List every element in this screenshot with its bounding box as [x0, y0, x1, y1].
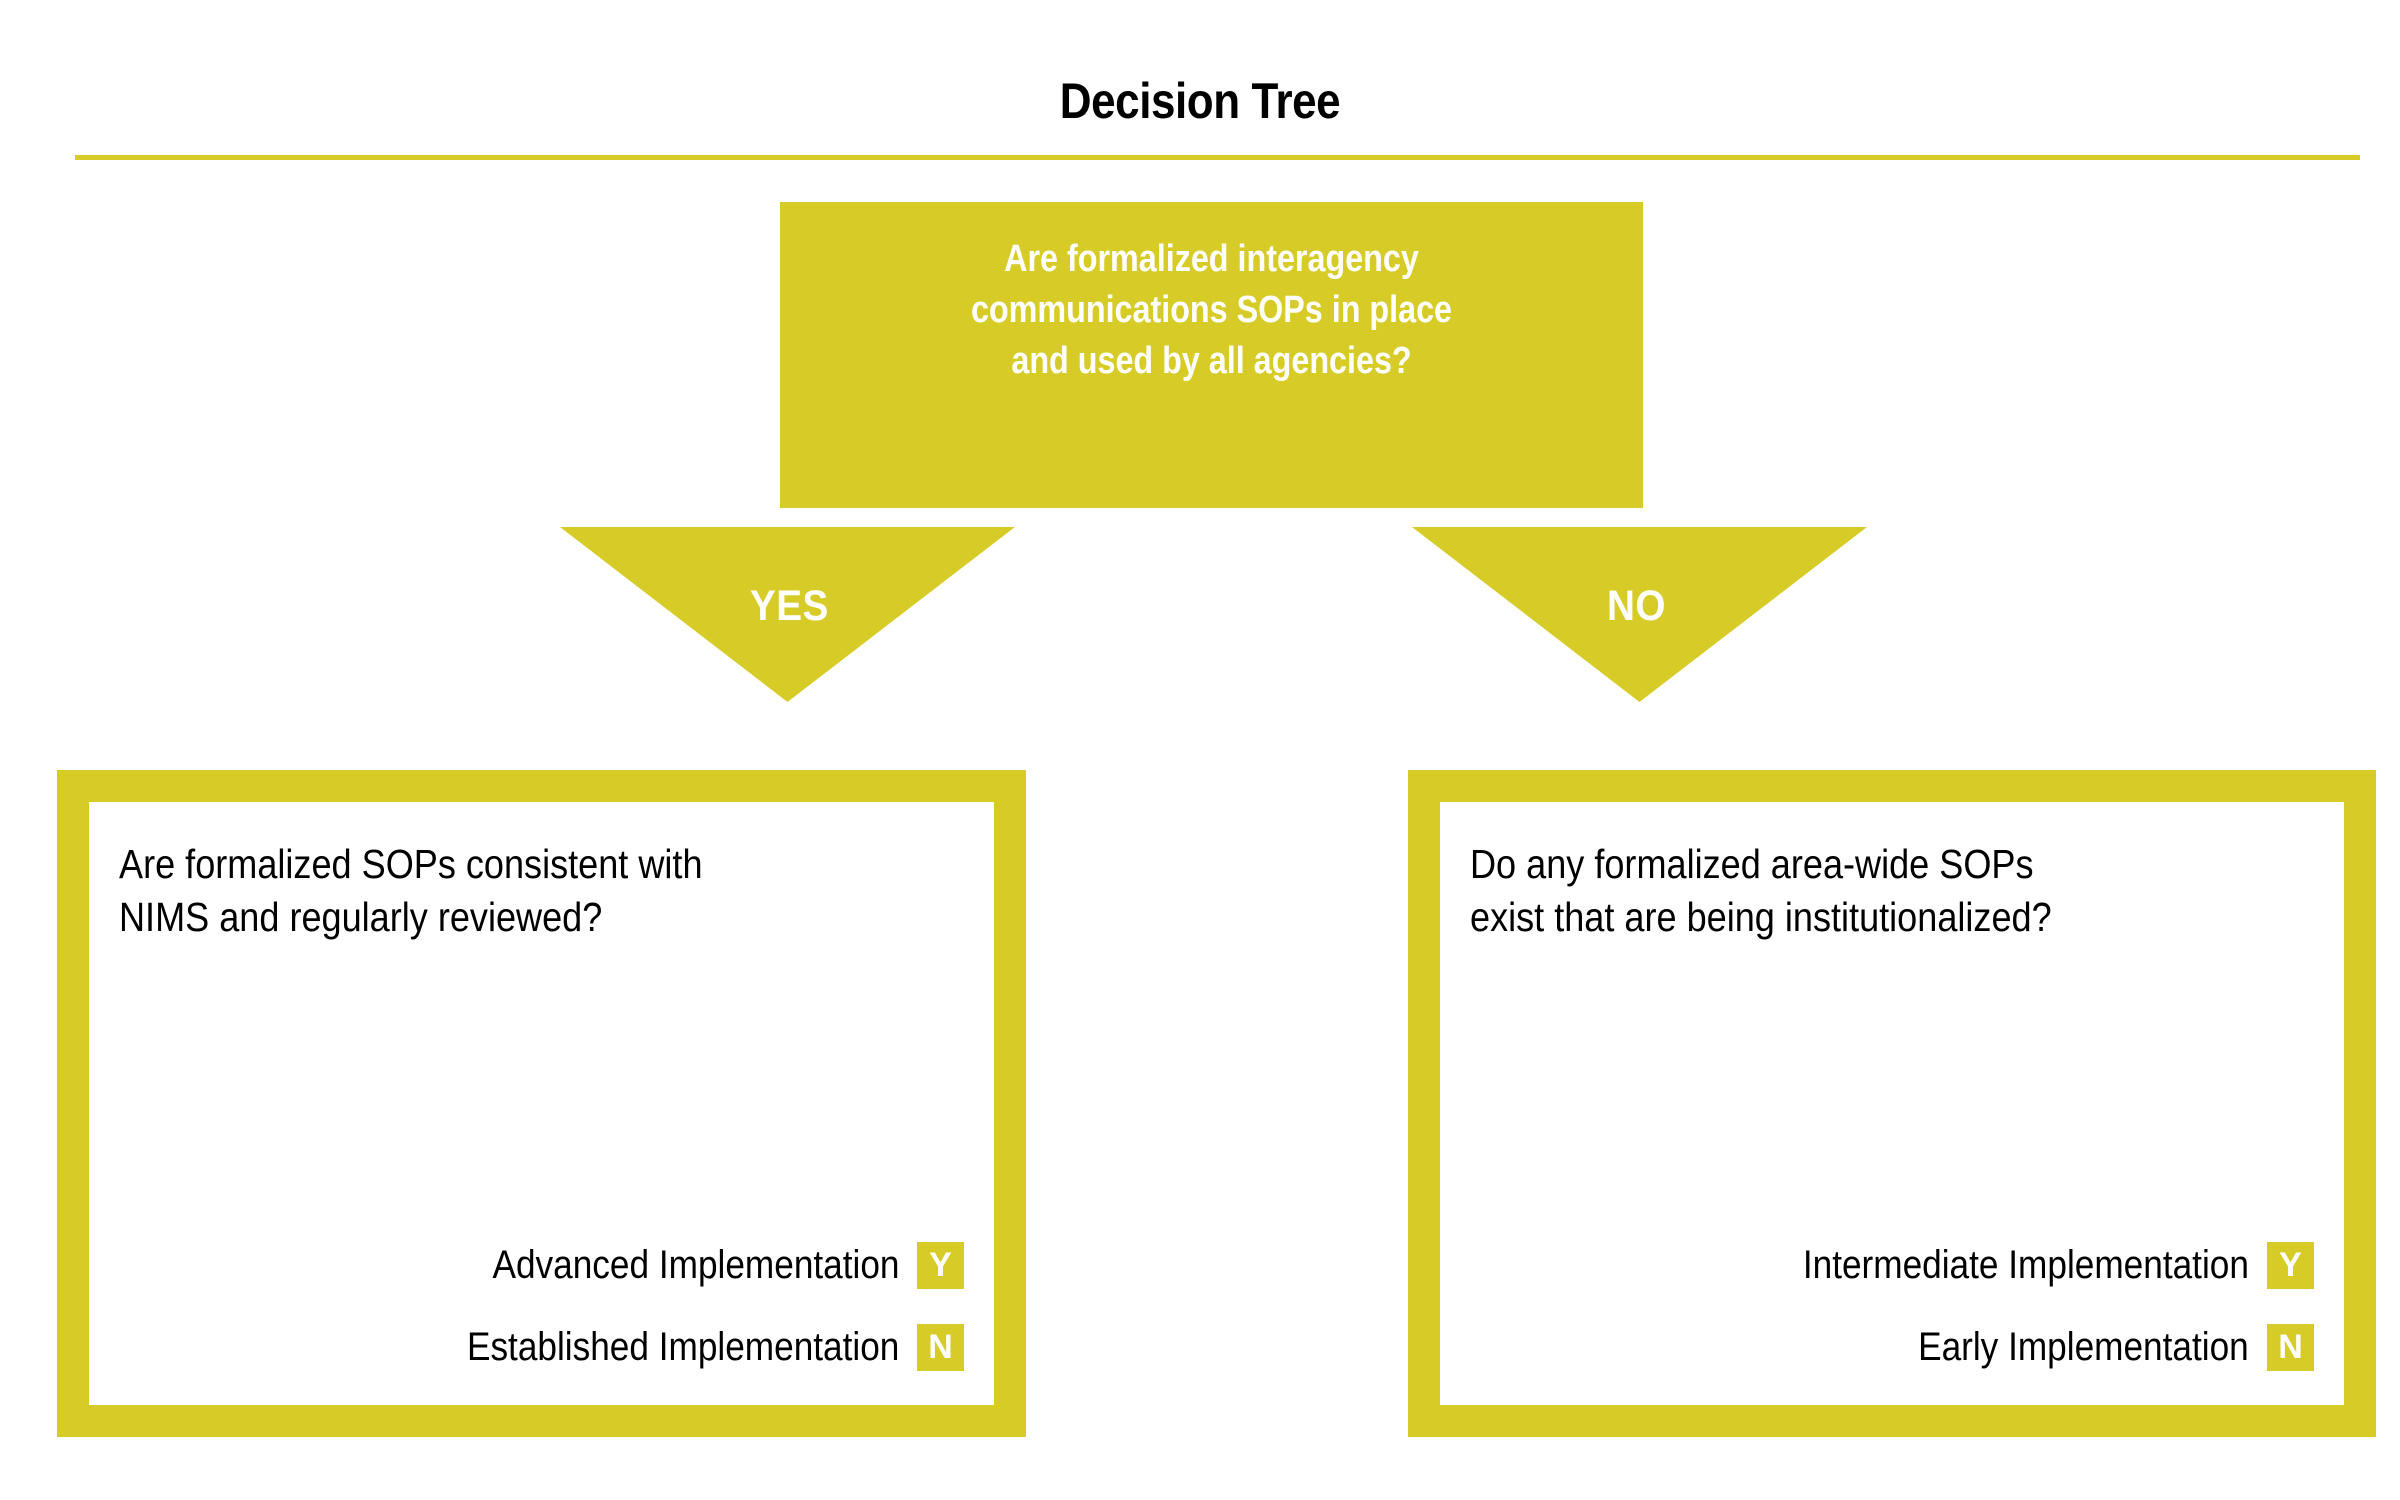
- outcome-label: Established Implementation: [466, 1325, 899, 1369]
- outcome-badge-no: N: [917, 1324, 964, 1371]
- outcome-badge-yes: Y: [917, 1242, 964, 1289]
- outcome-row: Early Implementation N: [1482, 1324, 2314, 1371]
- outcome-badge-no: N: [2267, 1324, 2314, 1371]
- yes-branch-question-line-2: NIMS and regularly reviewed?: [119, 894, 603, 940]
- no-branch-arrow: NO: [1412, 527, 1867, 702]
- yes-branch-question-line-1: Are formalized SOPs consistent with: [119, 841, 703, 887]
- no-branch-question-line-2: exist that are being institutionalized?: [1470, 894, 2052, 940]
- yes-branch-label: YES: [750, 582, 829, 630]
- root-question-text: Are formalized interagency communication…: [845, 234, 1579, 387]
- yes-branch-question-text: Are formalized SOPs consistent with NIMS…: [119, 838, 959, 944]
- no-branch-result-box: Do any formalized area-wide SOPs exist t…: [1408, 770, 2376, 1437]
- root-question-line-1: Are formalized interagency: [1004, 238, 1419, 280]
- yes-branch-outcome-list: Advanced Implementation Y Established Im…: [131, 1242, 964, 1371]
- outcome-label: Early Implementation: [1918, 1325, 2249, 1369]
- yes-branch-result-inner: Are formalized SOPs consistent with NIMS…: [89, 802, 994, 1405]
- outcome-row: Intermediate Implementation Y: [1482, 1242, 2314, 1289]
- outcome-row: Advanced Implementation Y: [131, 1242, 964, 1289]
- outcome-label: Advanced Implementation: [492, 1243, 899, 1287]
- outcome-row: Established Implementation N: [131, 1324, 964, 1371]
- down-triangle-icon: [1412, 527, 1867, 702]
- outcome-badge-yes: Y: [2267, 1242, 2314, 1289]
- no-branch-question-line-1: Do any formalized area-wide SOPs: [1470, 841, 2034, 887]
- title-divider-rule: [75, 155, 2360, 160]
- root-question-line-2: communications SOPs in place: [970, 289, 1453, 331]
- outcome-label: Intermediate Implementation: [1802, 1243, 2249, 1287]
- no-branch-result-inner: Do any formalized area-wide SOPs exist t…: [1440, 802, 2344, 1405]
- no-branch-question-text: Do any formalized area-wide SOPs exist t…: [1470, 838, 2309, 944]
- page-title: Decision Tree: [1059, 73, 1341, 129]
- down-triangle-icon: [560, 527, 1015, 702]
- root-question-node: Are formalized interagency communication…: [780, 202, 1643, 508]
- yes-branch-arrow: YES: [560, 527, 1015, 702]
- root-question-line-3: and used by all agencies?: [1011, 340, 1412, 382]
- no-branch-label: NO: [1607, 582, 1666, 630]
- no-branch-outcome-list: Intermediate Implementation Y Early Impl…: [1482, 1242, 2314, 1371]
- yes-branch-result-box: Are formalized SOPs consistent with NIMS…: [57, 770, 1026, 1437]
